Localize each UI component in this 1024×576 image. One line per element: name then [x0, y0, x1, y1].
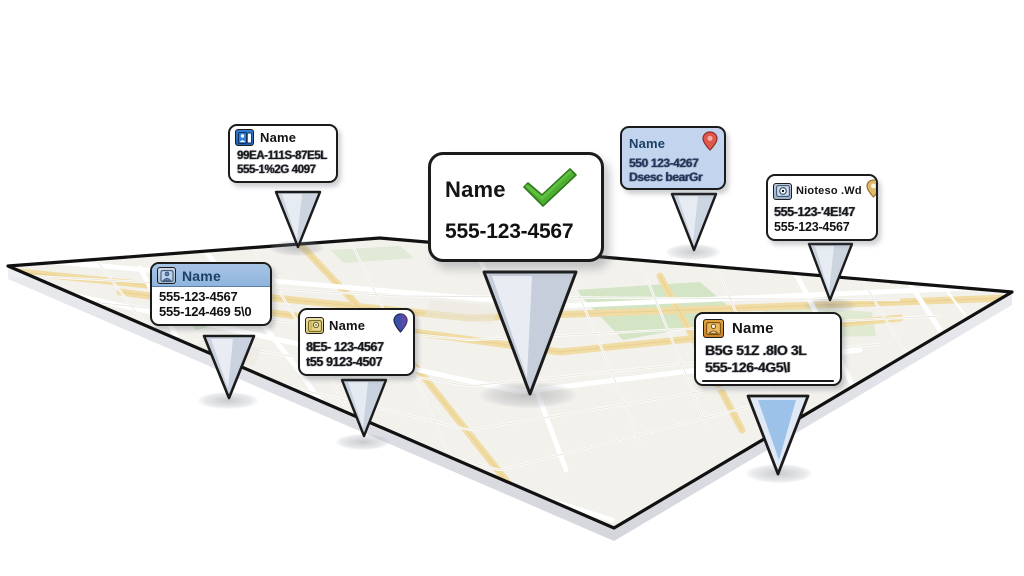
card-header: Name	[696, 314, 840, 340]
phone-line: B5G 51Z .8lO 3L	[705, 342, 807, 358]
phone-line: 99EA-111S-87E5L	[237, 150, 327, 162]
card-title: Name	[260, 130, 297, 145]
location-pin-icon	[866, 179, 876, 203]
card-title: Name	[329, 318, 366, 333]
callout-left-blue-header[interactable]: Name 555-123-4567 555-124-469 5\0	[150, 262, 272, 409]
pin-shadow	[666, 244, 720, 260]
card-body: 555-123-4567 555-124-469 5\0	[152, 287, 270, 324]
card-header: Name	[230, 126, 336, 148]
phone-line: 555-123-4567	[774, 219, 850, 234]
card-body: 550 123-4267 Dsesc bearGr	[622, 156, 724, 188]
pin-card[interactable]: Name 8E5- 123-4567 t55 9123-4507	[298, 308, 415, 376]
phone-line: 555-123-4567	[445, 220, 574, 243]
contact-card-icon	[235, 129, 254, 146]
card-header: Name	[300, 310, 413, 339]
card-body: B5G 51Z .8lO 3L 555-126-4G5\l	[696, 340, 840, 377]
contact-card-icon	[157, 267, 176, 284]
pin-shadow	[270, 240, 324, 256]
card-title: Nioteso .Wd	[796, 185, 862, 197]
card-body: 555-123-'4E!47 555-123-4567	[768, 204, 876, 239]
circle-badge-icon	[773, 182, 792, 200]
pin-card[interactable]: Nioteso .Wd 555-123-'4E!47 555-123-4567	[766, 174, 878, 241]
callout-lower-middle[interactable]: Name 8E5- 123-4567 t55 9123-4507	[298, 308, 415, 450]
card-divider	[702, 380, 834, 383]
pin-stem	[746, 394, 810, 476]
green-check-icon	[518, 165, 580, 214]
location-pin-icon	[702, 131, 718, 156]
pin-card[interactable]: Name 555-123-4567	[428, 152, 604, 262]
card-title: Name	[732, 320, 774, 337]
pin-stem	[807, 242, 854, 302]
contact-card-icon	[305, 317, 324, 334]
pin-stem	[670, 192, 718, 252]
phone-line: 555-123-4567	[159, 289, 238, 304]
location-pin-icon	[393, 313, 408, 338]
card-header: Name	[431, 155, 601, 214]
person-badge-icon	[703, 319, 724, 338]
card-body: 8E5- 123-4567 t55 9123-4507	[300, 339, 413, 374]
callout-right-edge[interactable]: Nioteso .Wd 555-123-'4E!47 555-123-4567	[766, 174, 878, 313]
card-body: 555-123-4567	[431, 214, 601, 259]
phone-line: 555-124-469 5\0	[159, 304, 252, 320]
card-title: Name	[182, 267, 221, 284]
pin-shadow	[336, 434, 390, 450]
pin-shadow	[198, 392, 258, 409]
pin-shadow	[804, 298, 856, 313]
phone-line: 555-1%2G 4097	[237, 163, 316, 176]
phone-line: 550 123-4267	[629, 156, 699, 170]
pin-stem	[340, 378, 388, 438]
phone-line: t55 9123-4507	[306, 354, 383, 369]
card-header: Name	[622, 128, 724, 156]
pin-card[interactable]: Name 550 123-4267 Dsesc bearGr	[620, 126, 726, 191]
phone-line: 555-123-'4E!47	[774, 205, 855, 219]
card-title: Name	[629, 136, 666, 151]
pin-card[interactable]: Name 555-123-4567 555-124-469 5\0	[150, 262, 272, 326]
card-title: Name	[445, 176, 506, 202]
pin-card[interactable]: Name 99EA-111S-87E5L 555-1%2G 4097	[228, 124, 338, 184]
card-header: Name	[152, 264, 270, 287]
callout-top-right-blue[interactable]: Name 550 123-4267 Dsesc bearGr	[620, 126, 726, 260]
phone-line: 555-126-4G5\l	[705, 358, 791, 375]
callout-center-main[interactable]: Name 555-123-4567	[428, 152, 604, 408]
pin-stem	[482, 270, 578, 396]
pin-stem	[202, 334, 256, 400]
phone-line: 8E5- 123-4567	[306, 340, 384, 354]
card-body: 99EA-111S-87E5L 555-1%2G 4097	[230, 148, 336, 181]
callout-top-left[interactable]: Name 99EA-111S-87E5L 555-1%2G 4097	[228, 124, 338, 256]
card-header: Nioteso .Wd	[768, 176, 876, 204]
pin-stem	[274, 190, 322, 249]
pin-card[interactable]: Name B5G 51Z .8lO 3L 555-126-4G5\l	[694, 312, 842, 387]
callout-bottom-right[interactable]: Name B5G 51Z .8lO 3L 555-126-4G5\l	[694, 312, 842, 483]
phone-line: Dsesc bearGr	[629, 170, 703, 185]
